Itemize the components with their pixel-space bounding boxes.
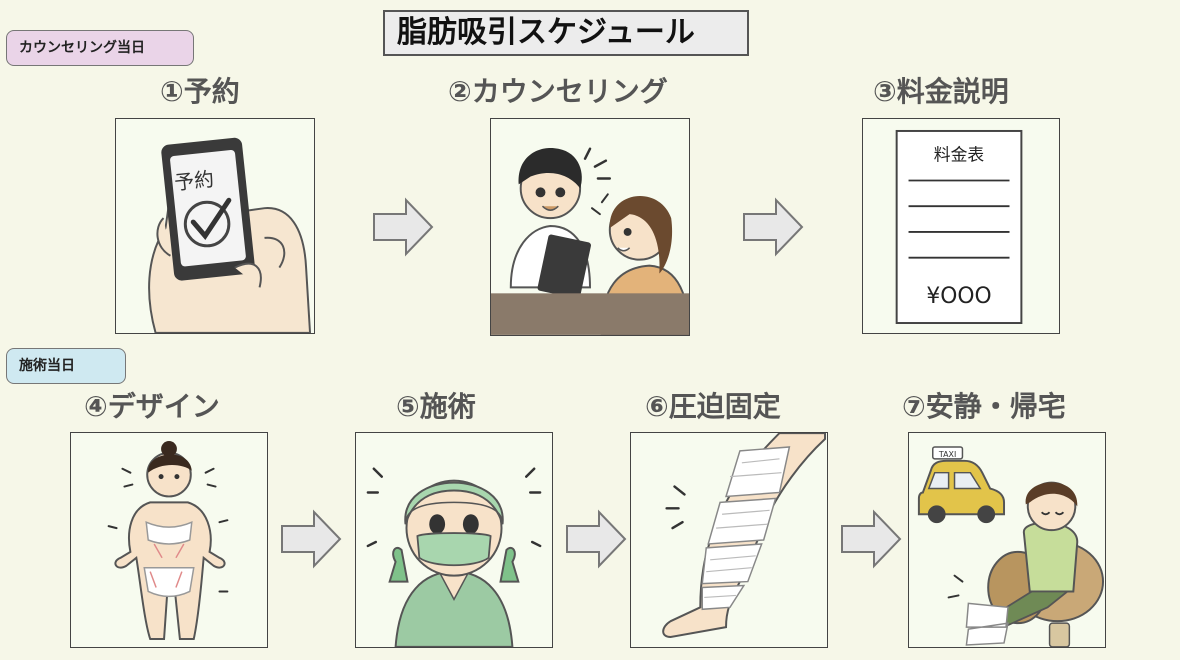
- step-label-compression: ⑥圧迫固定: [645, 390, 781, 423]
- panel-reservation: 予約: [115, 118, 315, 334]
- price-sheet-title: 料金表: [934, 145, 985, 165]
- surgeon-illustration: [366, 467, 542, 647]
- section-tag-counseling-day: カウンセリング当日: [6, 30, 194, 66]
- panel-design: [70, 432, 268, 648]
- step-label-rest-return-home: ⑦安静・帰宅: [902, 390, 1066, 423]
- panel-counseling: [490, 118, 690, 336]
- doctor-and-patient-illustration: [491, 119, 689, 335]
- bandaged-leg-illustration: [662, 433, 827, 639]
- step-label-price-explanation: ③料金説明: [873, 75, 1009, 108]
- step-label-counseling: ②カウンセリング: [448, 75, 668, 108]
- phone-screen-text: 予約: [173, 168, 215, 195]
- panel-rest-return-home: TAXI: [908, 432, 1106, 648]
- panel-surgery: [355, 432, 553, 648]
- flow-arrow-3: [280, 508, 342, 570]
- resting-patient-and-taxi-illustration: TAXI: [917, 446, 1105, 647]
- flow-arrow-2: [742, 196, 804, 258]
- flow-arrow-1: [372, 196, 434, 258]
- price-sheet-amount: ¥OOO: [926, 284, 991, 309]
- section-tag-surgery-day: 施術当日: [6, 348, 126, 384]
- body-marking-design-illustration: [107, 441, 229, 640]
- flow-arrow-5: [840, 508, 902, 570]
- panel-compression: [630, 432, 828, 648]
- step-label-design: ④デザイン: [84, 390, 220, 423]
- taxi-sign-text: TAXI: [938, 450, 956, 459]
- panel-price-explanation: 料金表 ¥OOO: [862, 118, 1060, 334]
- page-title: 脂肪吸引スケジュール: [383, 10, 749, 56]
- step-label-surgery: ⑤施術: [396, 390, 476, 423]
- flow-arrow-4: [565, 508, 627, 570]
- phone-in-hand-illustration: 予約: [148, 137, 312, 333]
- step-label-reservation: ①予約: [160, 75, 240, 108]
- price-sheet-illustration: 料金表 ¥OOO: [895, 129, 1023, 324]
